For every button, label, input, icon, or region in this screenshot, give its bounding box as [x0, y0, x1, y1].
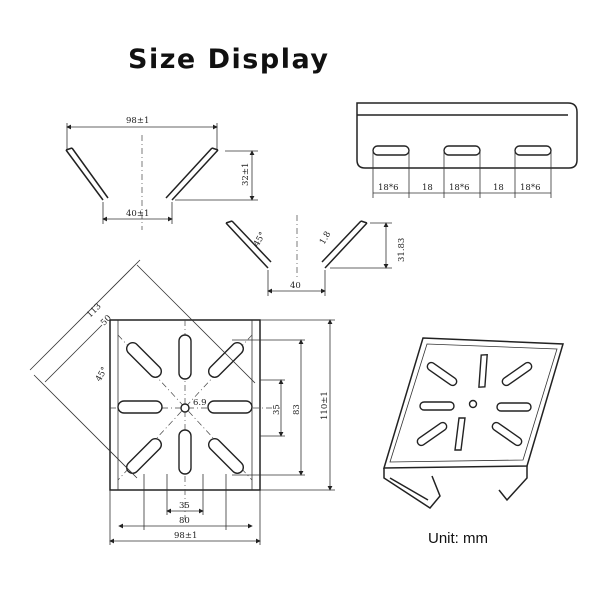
- dim-slot-3: 18*6: [520, 183, 540, 193]
- dim-diagonal-113: 113: [85, 302, 104, 321]
- dim-gap-1: 18: [422, 183, 433, 193]
- dim-thickness: 1.8: [318, 230, 333, 247]
- profile-view-middle: 45° 1.8 31.83 40: [225, 215, 407, 296]
- dim-slot-1: 18*6: [378, 183, 398, 193]
- dim-bottom-98: 98±1: [174, 531, 197, 541]
- profile-view-top: 98±1 32±1 40±1: [65, 116, 258, 230]
- dim-plate-angle: 45°: [94, 365, 110, 383]
- page-title: Size Display: [128, 44, 330, 75]
- dim-right-35: 35: [272, 404, 282, 415]
- dim-bottom-80: 80: [179, 516, 190, 526]
- isometric-view: [382, 337, 564, 509]
- dim-right-110: 110±1: [320, 391, 330, 420]
- dim-bottom-width: 40±1: [126, 209, 149, 219]
- dim-gap-2: 18: [493, 183, 504, 193]
- dim-slot-2: 18*6: [449, 183, 469, 193]
- dim-top-width: 98±1: [126, 116, 149, 126]
- dim-angle-45: 45°: [252, 230, 268, 248]
- dim-mid-bottom-width: 40: [290, 281, 301, 291]
- dim-bottom-35: 35: [179, 501, 190, 511]
- plate-view: 6.9 113 50 45° 35 83 110±1 35 80 98±1: [29, 259, 335, 545]
- dim-profile-height: 32±1: [241, 163, 251, 186]
- dim-hole: 6.9: [193, 398, 207, 408]
- unit-label: Unit: mm: [428, 530, 488, 547]
- rail-view: 18*6 18 18*6 18 18*6: [356, 102, 578, 198]
- dim-right-83: 83: [292, 404, 302, 415]
- dim-mid-height: 31.83: [397, 238, 407, 262]
